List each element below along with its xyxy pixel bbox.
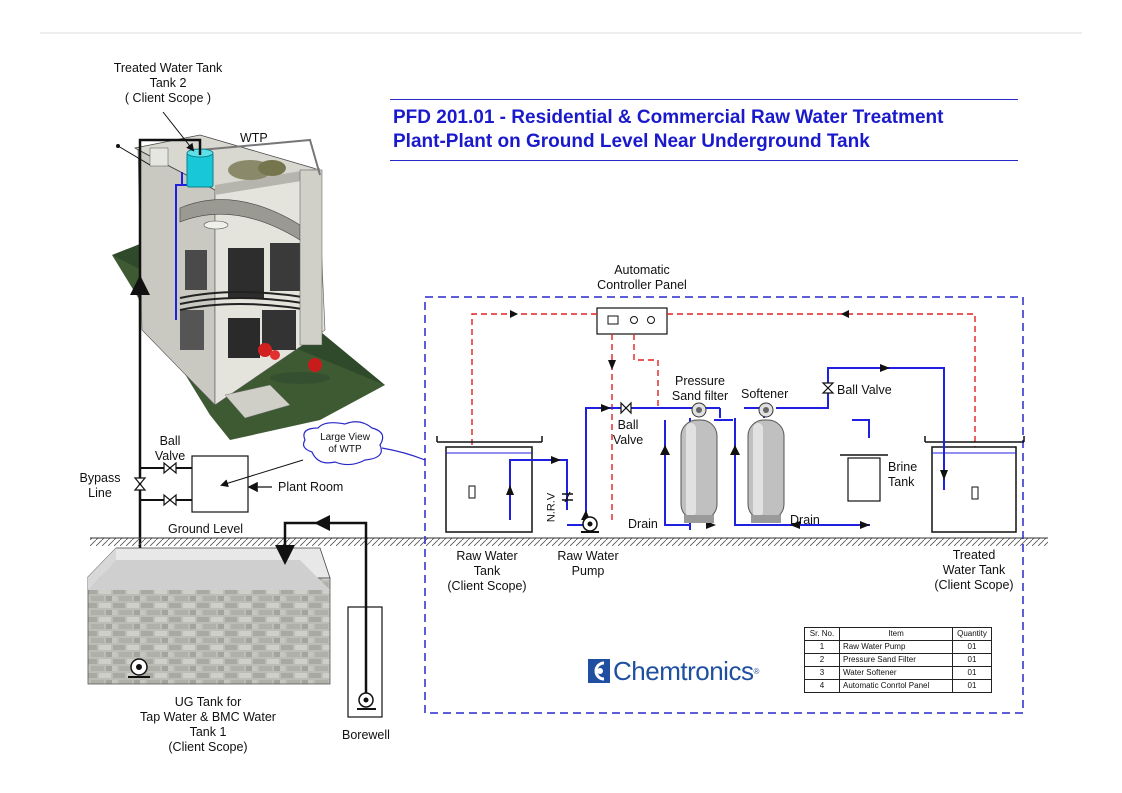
raw-water-pump-symbol: [581, 516, 599, 533]
pressure-sand-filter-symbol: [680, 402, 718, 523]
cell-sr-no: 2: [804, 653, 840, 667]
ball-valve-right-symbol: [821, 382, 835, 394]
bypass-line-label: Bypass Line: [79, 471, 121, 500]
cell-item: Water Softener: [839, 666, 953, 680]
ug-tank: [87, 547, 331, 685]
plant-boundary: [424, 296, 1024, 714]
cell-quantity: 01: [952, 640, 992, 654]
cell-sr-no: 1: [804, 640, 840, 654]
controller-panel: [596, 307, 668, 335]
cell-sr-no: 3: [804, 666, 840, 680]
nrv-symbol: [562, 491, 573, 503]
cell-quantity: 01: [952, 666, 992, 680]
plant-room-box: [191, 455, 249, 513]
ground-level-label: Ground Level: [168, 522, 244, 536]
table-row: 1 Raw Water Pump 01: [804, 640, 992, 654]
cell-quantity: 01: [952, 653, 992, 667]
large-view-bubble: [302, 421, 426, 466]
treated-tank-2-label: Treated Water Tank Tank 2 ( Client Scope…: [113, 61, 223, 105]
raw-water-tank-symbol: [436, 436, 543, 533]
softener-symbol: [747, 402, 785, 523]
page-title: PFD 201.01 - Residential & Commercial Ra…: [393, 106, 943, 154]
ground-line: [90, 537, 1048, 546]
cell-sr-no: 4: [804, 679, 840, 693]
registered-mark: ®: [753, 666, 760, 676]
arrow: [608, 360, 616, 370]
table-row: 2 Pressure Sand Filter 01: [804, 653, 992, 667]
raw-water-pump-label: Raw Water Pump: [557, 549, 619, 578]
arrow: [510, 310, 518, 318]
ball-valve-right-label: Ball Valve: [837, 383, 892, 397]
borewell-label: Borewell: [342, 728, 390, 742]
table-header-row: Sr. No. Item Quantity: [804, 627, 992, 641]
cell-item: Automatic Conrtol Panel: [839, 679, 953, 693]
table-row: 4 Automatic Conrtol Panel 01: [804, 679, 992, 693]
table-row: 3 Water Softener 01: [804, 666, 992, 680]
raw-water-tank-label: Raw Water Tank (Client Scope): [447, 549, 527, 593]
chemtronics-logo: Chemtronics®: [588, 654, 759, 688]
header-sr-no: Sr. No.: [804, 627, 840, 641]
logo-wordmark: Chemtronics: [613, 655, 754, 686]
title-line-1: PFD 201.01 - Residential & Commercial Ra…: [393, 107, 944, 128]
brine-tank-symbol: [840, 454, 888, 502]
equipment-table: Sr. No. Item Quantity 1 Raw Water Pump 0…: [804, 627, 992, 693]
treated-water-tank-label: Treated Water Tank (Client Scope): [934, 548, 1014, 592]
ball-valve-left-label: Ball Valve: [154, 434, 186, 463]
cell-item: Raw Water Pump: [839, 640, 953, 654]
title-line-2: Plant-Plant on Ground Level Near Undergr…: [393, 131, 870, 152]
brine-tank-label: Brine Tank: [888, 460, 918, 489]
header-item: Item: [839, 627, 953, 641]
drain-label-1: Drain: [628, 517, 658, 531]
borewell: [275, 515, 383, 718]
plant-room-label: Plant Room: [278, 480, 344, 494]
pressure-sand-filter-label: Pressure Sand filter: [671, 374, 729, 403]
wtp-label: WTP: [240, 131, 268, 145]
treated-water-tank-symbol: [924, 436, 1025, 533]
ball-valve-mid-symbol: [620, 401, 632, 415]
flow-arrows: [506, 364, 948, 529]
softener-label: Softener: [741, 387, 789, 401]
ug-pump-symbol: [128, 658, 150, 678]
ball-valve-mid-label: Ball Valve: [612, 418, 644, 447]
nrv-label: N.R.V: [545, 492, 558, 523]
drain-label-2: Drain: [790, 513, 820, 527]
large-view-label: Large View of WTP: [320, 432, 370, 455]
arrow: [841, 310, 849, 318]
building-illustration: [112, 134, 385, 440]
logo-mark-icon: [588, 659, 610, 683]
automatic-controller-label: Automatic Controller Panel: [597, 263, 687, 292]
ug-tank-label: UG Tank for Tap Water & BMC Water Tank 1…: [140, 695, 276, 754]
header-quantity: Quantity: [952, 627, 992, 641]
title-rule-bottom: [390, 160, 1018, 161]
cell-quantity: 01: [952, 679, 992, 693]
title-rule-top: [390, 99, 1018, 100]
cell-item: Pressure Sand Filter: [839, 653, 953, 667]
